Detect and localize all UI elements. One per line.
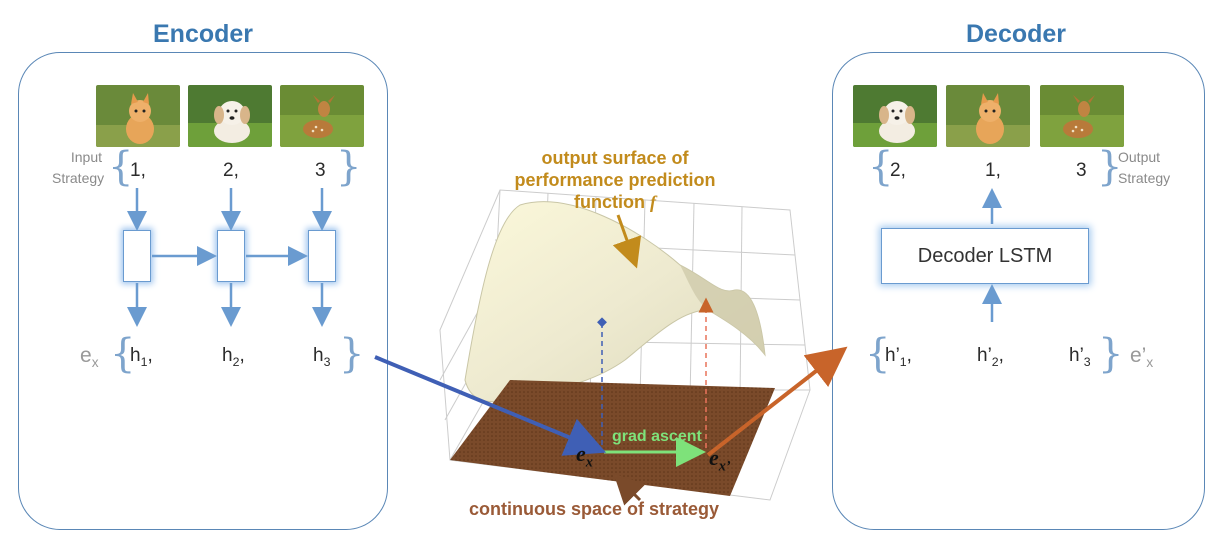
decoder-hidden-1: h’1, [885, 345, 912, 369]
input-right-brace: } [336, 144, 362, 190]
decoder-hidden-2-suffix: , [998, 345, 1004, 366]
encoder-rnn-cell-2 [217, 230, 245, 282]
encoder-hidden-3-base: h [313, 345, 324, 366]
encoder-hidden-3-sub: 3 [323, 354, 331, 369]
kitten-photo-decoder [946, 85, 1030, 147]
input-left-brace: { [108, 144, 134, 190]
decoder-hidden-1-base: h’ [885, 345, 900, 366]
surface-label-line1: output surface of [541, 148, 689, 168]
encoder-hidden-2-sub: 2 [232, 354, 240, 369]
decoder-token-1: 2, [890, 160, 906, 181]
encoder-embedding-sub: x [91, 355, 99, 371]
hidden-left-brace: { [110, 331, 136, 377]
decoder-token-2: 1, [985, 160, 1001, 181]
surface-label-function: function [574, 192, 645, 212]
output-left-brace: { [868, 144, 894, 190]
decoder-hidden-2: h’2, [977, 345, 1004, 369]
decoder-token-3: 3 [1076, 160, 1087, 181]
deer-photo [280, 85, 364, 147]
plane-label: continuous space of strategy [469, 499, 720, 519]
plane-pointer-arrow [613, 473, 646, 506]
ex-point-label: ex [576, 441, 593, 471]
strategy-plane [450, 380, 775, 496]
kitten-photo [96, 85, 180, 147]
encoder-token-3: 3 [315, 160, 326, 181]
encoder-hidden-2: h2, [222, 345, 245, 369]
encoder-hidden-1: h1, [130, 345, 153, 369]
encoder-panel [18, 52, 388, 530]
ex-prime-point-sub: x’ [718, 458, 731, 475]
decoder-hidden-2-sub: 2 [991, 354, 999, 369]
space-to-decoder-arrow [706, 346, 848, 457]
decoder-embedding-base: e’ [1130, 344, 1147, 367]
encoder-token-1: 1, [130, 160, 146, 181]
decoder-title: Decoder [966, 20, 1067, 48]
surface-label-line3: function f [490, 191, 740, 213]
decoder-hidden-3-sub: 3 [1083, 354, 1091, 369]
output-label-line2: Strategy [1118, 170, 1171, 186]
output-strategy-label: Output Strategy [1118, 147, 1170, 189]
decoder-hidden-3: h’3 [1069, 345, 1091, 369]
ex-point-sub: x [585, 454, 593, 471]
encoder-title: Encoder [153, 20, 254, 48]
encoder-token-2: 2, [223, 160, 239, 181]
deer-photo-decoder [1040, 85, 1124, 147]
f-pointer-arrow [612, 214, 642, 269]
encoder-embedding-base: e [80, 344, 92, 367]
output-right-brace: } [1097, 144, 1123, 190]
input-label-line1: Input [70, 149, 102, 165]
surface-label: output surface of performance prediction… [490, 147, 740, 213]
ex-prime-point-base: e [709, 445, 719, 470]
decoder-embedding-label: e’x [1130, 344, 1153, 370]
decoder-hidden-1-sub: 1 [899, 354, 907, 369]
encoder-hidden-2-suffix: , [239, 345, 245, 366]
decoder-hidden-2-base: h’ [977, 345, 992, 366]
surface-plot [439, 189, 811, 506]
dec-hidden-right-brace: } [1098, 331, 1124, 377]
hidden-right-brace: } [339, 331, 365, 377]
encoder-hidden-2-base: h [222, 345, 233, 366]
decoder-hidden-1-suffix: , [906, 345, 912, 366]
decoder-lstm-box: Decoder LSTM [881, 228, 1089, 284]
encoder-arrows [127, 188, 332, 327]
ex-prime-point-label: ex’ [709, 445, 731, 475]
input-label-line2: Strategy [52, 170, 105, 186]
decoder-embedding-sub: x [1146, 355, 1154, 371]
puppy-photo-decoder [853, 85, 937, 147]
encoder-hidden-1-suffix: , [147, 345, 153, 366]
dec-hidden-left-brace: { [865, 331, 891, 377]
encoder-hidden-3: h3 [313, 345, 330, 369]
decoder-hidden-3-base: h’ [1069, 345, 1084, 366]
encoder-rnn-cell-3 [308, 230, 336, 282]
encoder-to-space-arrow [374, 355, 607, 456]
encoder-hidden-1-sub: 1 [140, 354, 148, 369]
surface-label-line2: performance prediction [514, 170, 716, 190]
input-strategy-label: Input Strategy [52, 147, 105, 189]
encoder-embedding-label: ex [80, 344, 99, 370]
encoder-hidden-1-base: h [130, 345, 141, 366]
output-label-line1: Output [1118, 149, 1161, 165]
surface-fn-symbol: f [650, 192, 656, 212]
puppy-photo [188, 85, 272, 147]
ex-surface-point [597, 317, 607, 328]
ex-point-base: e [576, 441, 586, 466]
surface-shadow [680, 265, 765, 355]
decoder-panel [832, 52, 1205, 530]
decoder-arrows [982, 188, 1002, 322]
grad-ascent-label: grad ascent [612, 428, 702, 445]
